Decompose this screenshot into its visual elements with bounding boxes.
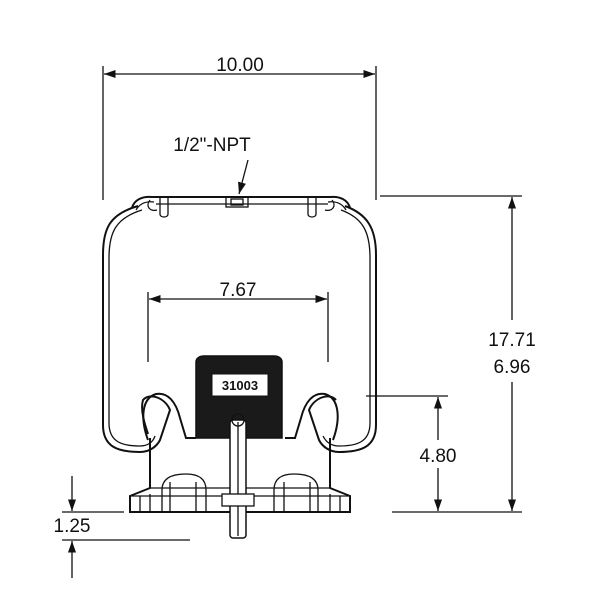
top-stud-right: [307, 197, 317, 218]
bellows-left-roll: [142, 392, 196, 441]
bead-plate-lip-right: [327, 201, 347, 211]
dim-piston-height-value: 4.80: [420, 446, 457, 467]
bellows-right-roll: [285, 392, 339, 441]
top-clip-right: [324, 199, 335, 212]
part-label-number: 31003: [222, 378, 258, 393]
piston-pocket-right: [273, 473, 319, 512]
bellows-outer-outline-right: [307, 205, 377, 454]
dim-overall-width: 10.00: [102, 55, 377, 200]
dim-height: 17.71 6.96: [380, 195, 536, 513]
dim-overall-width-value: 10.00: [216, 55, 264, 76]
dim-stud-offset: 1.25: [54, 476, 190, 578]
dim-port-thread: 1/2"-NPT: [173, 135, 251, 195]
dim-piston-width-value: 7.67: [220, 280, 257, 301]
dim-port-thread-value: 1/2"-NPT: [173, 135, 251, 156]
bellows-inner-outline-right: [322, 209, 371, 447]
center-stud-nut: [221, 493, 255, 507]
piston-pocket-left: [161, 473, 207, 512]
dim-stud-offset-value: 1.25: [54, 516, 91, 537]
piston-pocket-left-inner: [169, 482, 197, 512]
air-port-fitting: [225, 196, 249, 208]
air-spring-body: 31003: [102, 195, 377, 539]
top-clip-left: [147, 199, 158, 212]
dim-min-height-value: 6.96: [494, 357, 531, 378]
dim-max-height-value: 17.71: [488, 330, 536, 351]
bellows-outer-outline: [102, 205, 172, 454]
center-stud-cap: [231, 413, 245, 427]
dim-piston-width: 7.67: [147, 280, 329, 362]
air-port-fitting-inner: [230, 198, 244, 206]
piston-pocket-right-inner: [283, 482, 311, 512]
bead-plate-lip: [135, 201, 155, 211]
part-label-box: [211, 373, 269, 397]
dim-piston-height: 4.80: [366, 395, 457, 511]
piston-side-foot-left: [139, 494, 151, 512]
top-stud-left: [159, 197, 169, 218]
piston-side-foot-right: [329, 494, 341, 512]
